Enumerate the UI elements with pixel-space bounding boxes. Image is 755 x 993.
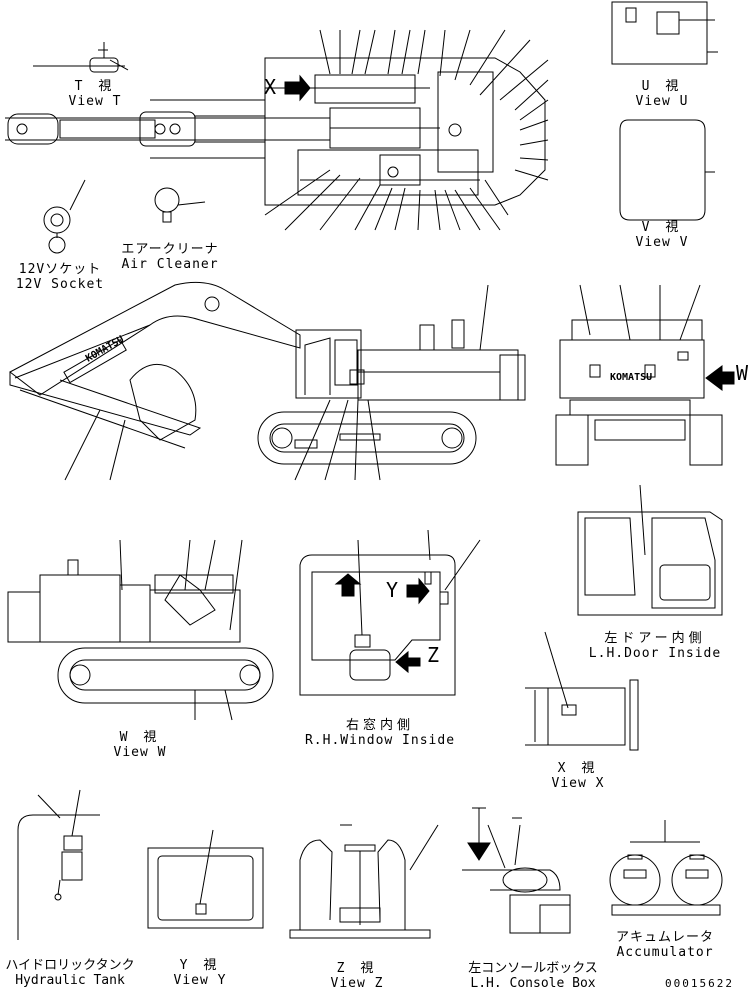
view-w-label: W 視 View W bbox=[90, 730, 190, 760]
view-v-jp: V 視 bbox=[641, 220, 683, 235]
view-y-jp: Y 視 bbox=[179, 958, 221, 973]
rh-window-en: R.H.Window Inside bbox=[304, 733, 456, 748]
view-u-label: U 視 View U bbox=[612, 79, 712, 109]
console-box-label: 左コンソールボックス L.H. Console Box bbox=[458, 961, 608, 991]
lh-door-drawing bbox=[577, 484, 723, 616]
view-y-en: View Y bbox=[173, 973, 227, 988]
view-x-drawing bbox=[525, 631, 639, 751]
view-w-drawing bbox=[7, 539, 274, 721]
hydraulic-tank-label: ハイドロリックタンク Hydraulic Tank bbox=[0, 958, 140, 988]
top-plan-view bbox=[5, 29, 549, 231]
view-v-label: V 視 View V bbox=[612, 220, 712, 250]
view-x-label: X 視 View X bbox=[528, 761, 628, 791]
view-z-en: View Z bbox=[330, 976, 384, 991]
lh-door-jp: 左ドアー内側 bbox=[604, 631, 706, 646]
view-w-jp: W 視 bbox=[119, 730, 161, 745]
view-x-jp: X 視 bbox=[557, 761, 599, 776]
svg-text:KOMATSU: KOMATSU bbox=[84, 334, 126, 365]
view-t-label: T 視 View T bbox=[45, 79, 145, 109]
air-cleaner-icon bbox=[154, 187, 206, 223]
drawing-number: 00015622 bbox=[665, 977, 734, 990]
console-box-en: L.H. Console Box bbox=[470, 976, 596, 991]
accumulator-en: Accumulator bbox=[616, 945, 714, 960]
view-z-jp: Z 視 bbox=[336, 961, 378, 976]
view-u-jp: U 視 bbox=[641, 79, 683, 94]
svg-text:KOMATSU: KOMATSU bbox=[610, 372, 652, 383]
view-y-drawing bbox=[147, 829, 264, 929]
view-x-en: View X bbox=[551, 776, 605, 791]
view-v-en: View V bbox=[635, 235, 689, 250]
marker-y: Y bbox=[386, 578, 399, 602]
hydraulic-tank-en: Hydraulic Tank bbox=[15, 973, 125, 988]
marker-x-top: X bbox=[264, 75, 277, 99]
socket-jp: 12Vソケット bbox=[18, 262, 102, 277]
accumulator-label: アキュムレータ Accumulator bbox=[610, 930, 720, 960]
accumulator-drawing bbox=[609, 820, 723, 916]
air-cleaner-label: エアークリーナ Air Cleaner bbox=[115, 242, 225, 272]
rh-window-label: 右窓内側 R.H.Window Inside bbox=[300, 718, 460, 748]
view-y-label: Y 視 View Y bbox=[150, 958, 250, 988]
rh-window-jp: 右窓内側 bbox=[345, 718, 414, 733]
view-z-label: Z 視 View Z bbox=[307, 961, 407, 991]
hydraulic-tank-drawing bbox=[17, 789, 100, 940]
air-cleaner-en: Air Cleaner bbox=[121, 257, 219, 272]
air-cleaner-jp: エアークリーナ bbox=[121, 242, 219, 257]
socket-icon bbox=[43, 179, 86, 254]
socket-en: 12V Socket bbox=[15, 277, 105, 292]
view-u-en: View U bbox=[635, 94, 689, 109]
rh-window-drawing bbox=[299, 529, 481, 696]
view-w-en: View W bbox=[113, 745, 167, 760]
view-t-en: View T bbox=[68, 94, 122, 109]
socket-label: 12Vソケット 12V Socket bbox=[5, 262, 115, 292]
console-box-drawing bbox=[462, 807, 571, 934]
view-u-box bbox=[611, 1, 718, 65]
lh-door-label: 左ドアー内側 L.H.Door Inside bbox=[565, 631, 745, 661]
view-z-drawing bbox=[289, 824, 439, 939]
view-t-icon bbox=[33, 42, 129, 73]
accumulator-jp: アキュムレータ bbox=[615, 930, 714, 945]
lh-door-en: L.H.Door Inside bbox=[588, 646, 722, 661]
side-view-excavator: KOMATSU bbox=[9, 281, 526, 481]
marker-z: Z bbox=[427, 643, 440, 667]
marker-w: W bbox=[736, 361, 749, 385]
view-t-jp: T 視 bbox=[74, 79, 116, 94]
rear-view-excavator: KOMATSU bbox=[555, 284, 735, 466]
view-v-box bbox=[619, 119, 715, 221]
console-box-jp: 左コンソールボックス bbox=[468, 961, 598, 976]
hydraulic-tank-jp: ハイドロリックタンク bbox=[5, 958, 135, 973]
